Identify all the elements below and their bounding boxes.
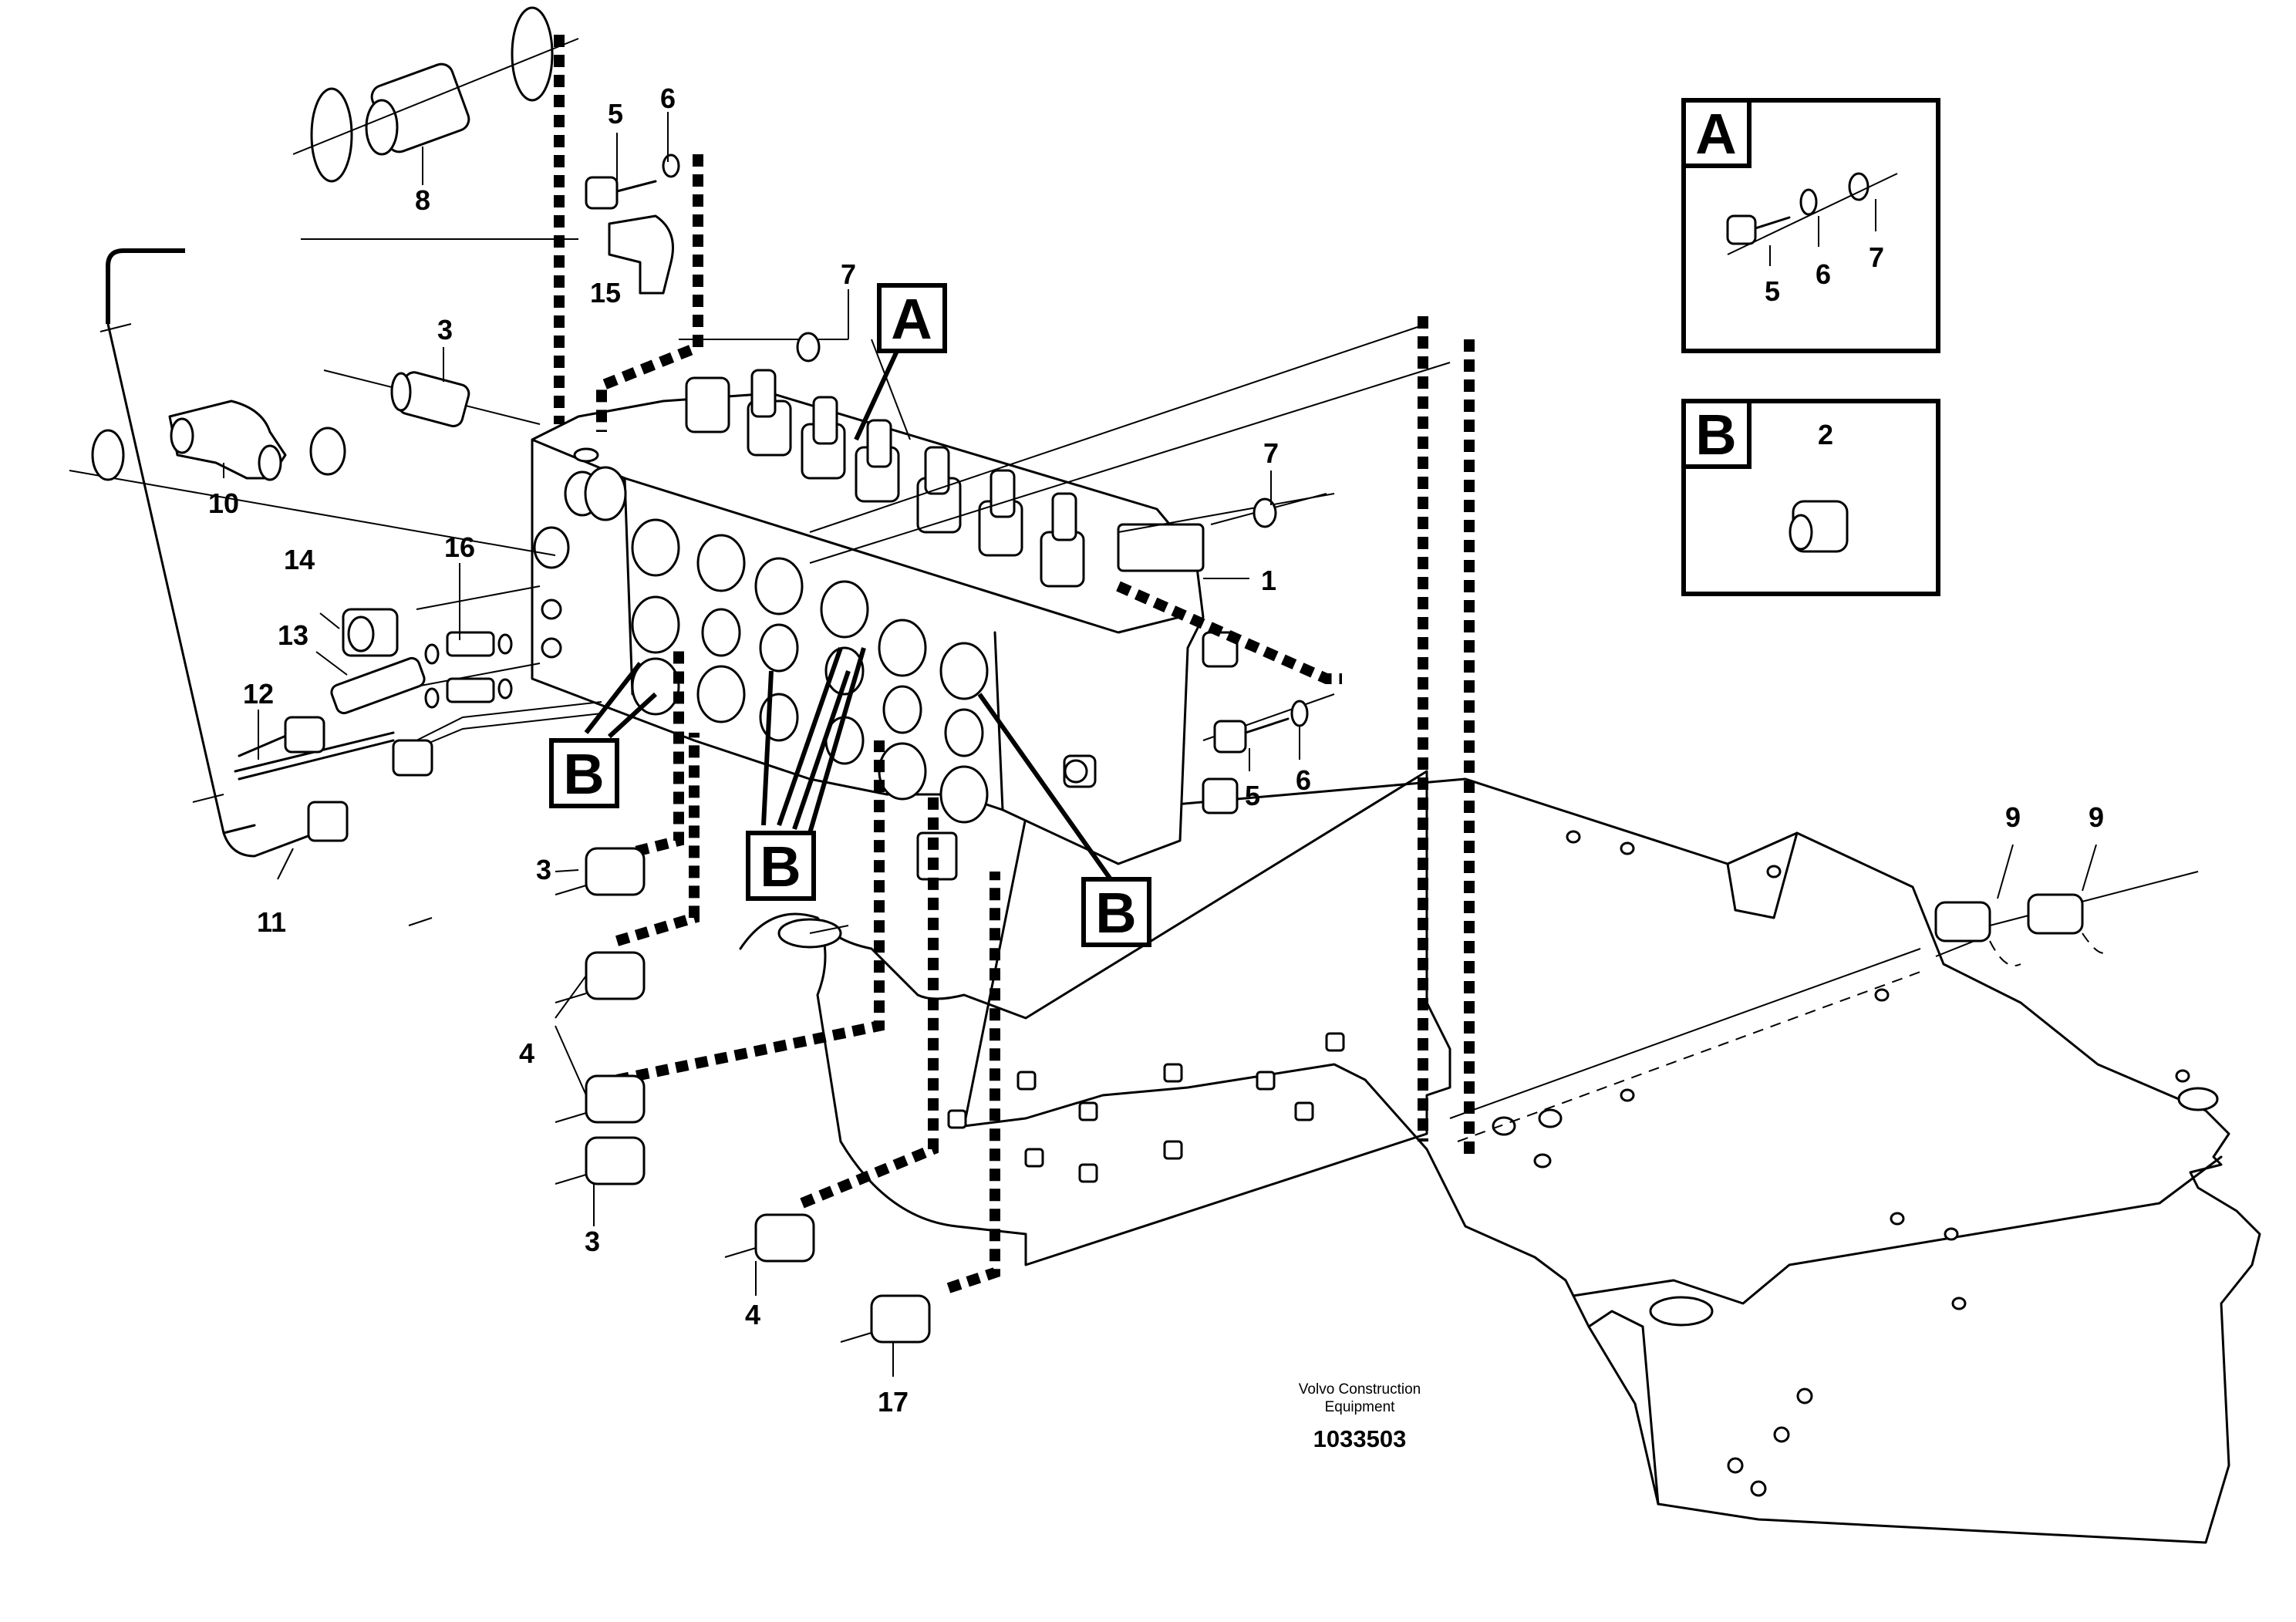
- elbow-10: [91, 400, 346, 481]
- part-labels: 8 5 6 15 3 10 7 14 16 13 12 11 7 1 5 6 3…: [208, 83, 2104, 1418]
- bolt-5-upper: [585, 153, 680, 210]
- elbow-15: [608, 214, 674, 295]
- footer-drawing-number: 1033503: [1313, 1425, 1407, 1452]
- detail-a-label-5: 5: [1765, 275, 1780, 307]
- footer-company-line2: Equipment: [1325, 1399, 1396, 1415]
- label-part-16: 16: [444, 531, 475, 563]
- control-valve-block: [531, 369, 1239, 881]
- label-part-4-lower-b: 4: [745, 1299, 760, 1330]
- label-part-3-lower-a: 3: [536, 854, 551, 885]
- label-part-6-upper: 6: [660, 83, 676, 114]
- detail-b-label-2: 2: [1818, 419, 1833, 450]
- fitting-8: [292, 6, 579, 183]
- label-part-15: 15: [590, 277, 621, 309]
- detail-b-letter: B: [1695, 403, 1736, 467]
- callout-b-left: B: [549, 738, 619, 808]
- callout-b-right: B: [1081, 877, 1151, 947]
- callout-a-main: A: [877, 283, 947, 353]
- detail-a-label-7: 7: [1869, 241, 1884, 273]
- label-part-10: 10: [208, 487, 239, 519]
- callout-b-left-label: B: [563, 742, 604, 806]
- adapter-13: [330, 656, 426, 715]
- washer-7-upper: [796, 332, 821, 363]
- couplings-9: [1934, 893, 2106, 966]
- valve-spool-caps: [685, 369, 1085, 588]
- callout-b-leaders: [584, 338, 1113, 881]
- fitting-16: [424, 631, 513, 709]
- bolt-5-right: [1213, 700, 1309, 754]
- label-part-9-left: 9: [2005, 801, 2021, 833]
- plate-nut-grid: [947, 1032, 1345, 1183]
- label-part-17: 17: [878, 1386, 909, 1418]
- plug-14: [342, 608, 399, 657]
- label-part-6-right: 6: [1296, 764, 1311, 796]
- tube-assembly: [99, 248, 602, 858]
- label-part-12: 12: [243, 678, 274, 710]
- fittings-3-4-lower: [555, 847, 931, 1344]
- detail-a-letter: A: [1695, 102, 1736, 166]
- label-part-13: 13: [278, 619, 308, 651]
- label-part-9-right: 9: [2089, 801, 2104, 833]
- label-part-5-upper: 5: [608, 98, 623, 130]
- callout-b-middle-label: B: [760, 835, 801, 899]
- callout-a-label: A: [891, 287, 932, 351]
- mounting-frame: [963, 777, 2261, 1544]
- nut-12: [284, 716, 433, 777]
- label-part-3-upper: 3: [437, 314, 453, 346]
- label-part-8: 8: [415, 184, 430, 216]
- fitting-3-upper: [390, 371, 470, 427]
- footer-company-line1: Volvo Construction: [1299, 1381, 1421, 1398]
- label-part-5-right: 5: [1245, 780, 1260, 811]
- label-part-11: 11: [257, 906, 286, 938]
- drawing-footer: Volvo Construction Equipment 1033503: [1299, 1381, 1421, 1452]
- label-part-7-right: 7: [1263, 437, 1279, 469]
- detail-view-b: B 2: [1681, 399, 1940, 596]
- callout-b-right-label: B: [1095, 881, 1136, 945]
- callout-b-middle: B: [746, 831, 816, 901]
- nut-11: [307, 801, 349, 842]
- label-part-7-upper: 7: [841, 258, 856, 290]
- washer-7-right: [1253, 497, 1277, 528]
- valve-mounting-plate: [739, 770, 1451, 1266]
- detail-view-a: A 5 6 7: [1681, 98, 1940, 353]
- label-part-14: 14: [284, 544, 315, 575]
- label-part-1: 1: [1261, 565, 1276, 596]
- label-part-4-lower-a: 4: [519, 1037, 534, 1069]
- valve-ports: [631, 518, 989, 824]
- label-part-3-lower-b: 3: [585, 1226, 600, 1257]
- detail-a-label-6: 6: [1816, 258, 1831, 290]
